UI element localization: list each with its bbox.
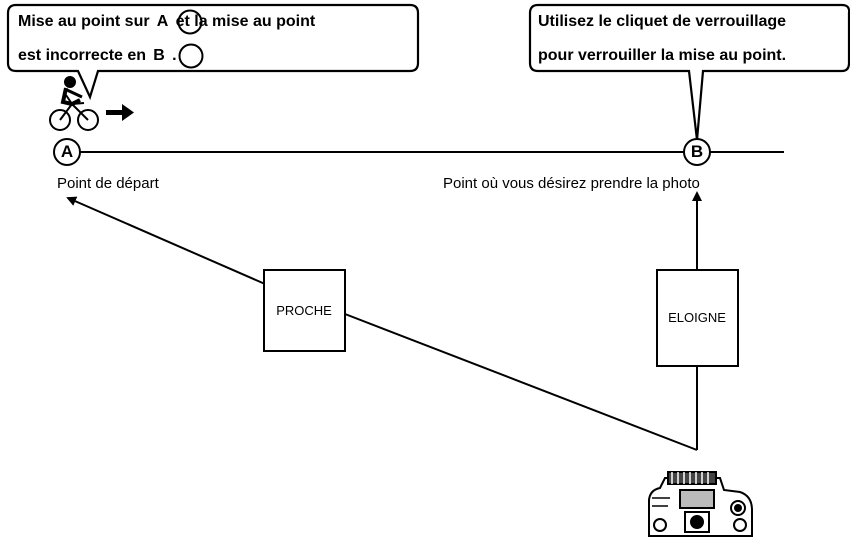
point-a-label: Point de départ	[57, 175, 159, 192]
callout-left-text-b: et la mise au point	[175, 13, 316, 30]
camera-icon	[648, 471, 753, 537]
callout-right-text-line1: Utilisez le cliquet de verrouillage	[538, 13, 787, 30]
callout-left-text-d: .	[172, 47, 177, 64]
callout-right-text-line2: pour verrouiller la mise au point.	[538, 47, 787, 64]
cyclist-icon	[49, 76, 99, 131]
point-b-marker	[683, 138, 711, 166]
box-far-label: ELOIGNE	[668, 310, 726, 325]
callout-marker-b	[178, 43, 204, 69]
line-near-to-a	[66, 196, 266, 285]
direction-arrow-icon	[106, 104, 134, 121]
callout-left-text-a: Mise au point sur	[18, 13, 150, 30]
point-a-letter: A	[60, 142, 74, 161]
callout-left-bubble	[6, 3, 420, 101]
callout-left-text-line2: est incorrecte en B.	[18, 43, 177, 68]
callout-marker-a	[177, 9, 203, 35]
box-near-label: PROCHE	[276, 303, 332, 318]
box-far	[656, 269, 739, 367]
callout-left-marker-a-label: A	[156, 13, 169, 30]
box-near	[263, 269, 346, 352]
line-camera-to-near	[344, 313, 698, 451]
callout-right-bubble	[528, 3, 850, 141]
point-a-marker	[53, 138, 81, 166]
point-b-label: Point où vous désirez prendre la photo	[443, 175, 700, 192]
point-b-letter: B	[690, 142, 704, 161]
callout-left-text-c: est incorrecte en	[18, 47, 147, 64]
callout-left-marker-b-label: B	[153, 47, 165, 64]
